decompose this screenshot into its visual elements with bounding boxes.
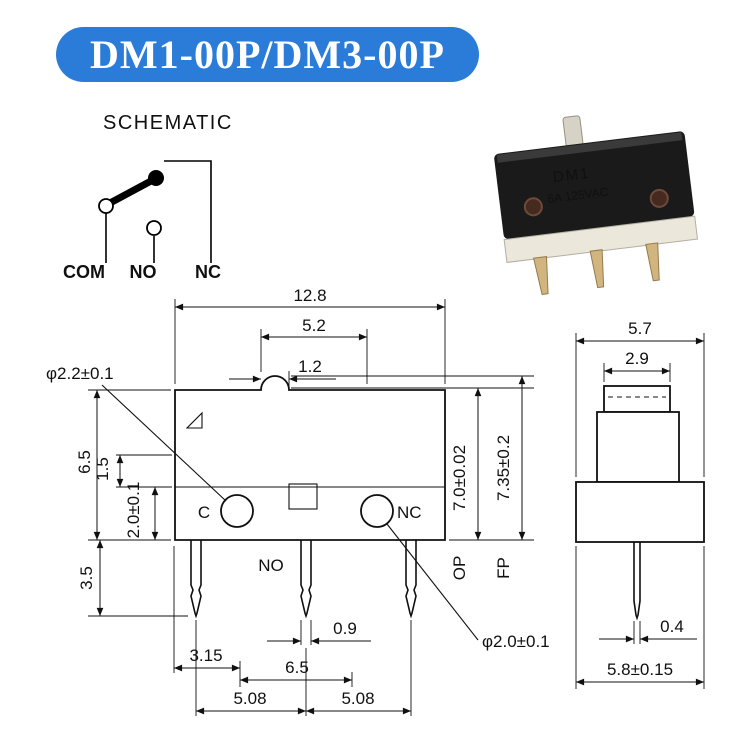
terminal-nc-label: NC: [195, 262, 221, 282]
photo-marking-1: DM1: [552, 165, 591, 186]
product-photo: DM1 6A 125VAC: [494, 115, 699, 295]
front-view: C NC NO: [174, 375, 446, 619]
dim-overall-width-value: 12.8: [293, 286, 326, 305]
front-label-c: C: [198, 503, 210, 522]
dim-button-width: 1.2: [229, 357, 336, 388]
dim-pitch-right-value: 5.08: [341, 689, 374, 708]
dim-side-overall-width: 5.7: [575, 319, 705, 477]
schematic-section: SCHEMATIC COM NO NC: [63, 112, 233, 282]
dim-edge-to-leg-value: 3.15: [189, 646, 222, 665]
dim-hole-top: φ2.2±0.1: [46, 364, 227, 502]
dim-pitch-left-value: 5.08: [233, 689, 266, 708]
corner-mark: [185, 411, 203, 429]
com-contact: [98, 198, 114, 214]
dim-step: 1.5: [93, 454, 172, 488]
dim-side-button-width: 2.9: [603, 349, 671, 382]
dim-fp-value: 7.35±0.2: [494, 435, 513, 501]
dim-hole-height-value: 2.0±0.1: [124, 482, 143, 539]
front-leg-3: [405, 540, 417, 619]
photo-plunger: [562, 115, 584, 148]
dim-leg-length: 3.5: [77, 540, 188, 617]
dim-side-leg-width: 0.4: [599, 617, 697, 644]
side-plunger: [603, 385, 671, 413]
dim-mid-span: 6.5: [240, 658, 353, 687]
no-contact: [146, 220, 162, 236]
dim-leg-width-value: 0.9: [333, 619, 357, 638]
side-leg: [633, 542, 641, 621]
dim-side-button-width-value: 2.9: [625, 349, 649, 368]
side-body-upper: [596, 411, 680, 483]
dim-button-width-value: 1.2: [298, 357, 322, 376]
photo-body-highlight: [496, 132, 683, 163]
lever-arm: [106, 177, 155, 207]
side-view: 5.7 2.9 0.4 5.8±0.15: [575, 319, 705, 689]
dim-side-leg-width-value: 0.4: [660, 617, 684, 636]
schematic-heading: SCHEMATIC: [103, 112, 233, 134]
dim-button-span: 5.2: [260, 316, 368, 384]
terminal-com-label: COM: [63, 262, 105, 282]
dim-overall-width: 12.8: [174, 286, 446, 384]
dim-op-value: 7.0±0.02: [450, 445, 469, 511]
dim-pitch: 5.08 5.08: [195, 620, 412, 716]
dim-side-base-width-value: 5.8±0.15: [607, 660, 673, 679]
front-dimensions: 12.8 5.2 1.2 φ2.2±0.1: [46, 286, 550, 716]
front-label-no: NO: [258, 556, 284, 575]
photo-leg-1: [533, 256, 549, 295]
dim-side-overall-width-value: 5.7: [628, 319, 652, 338]
dim-side-base-width: 5.8±0.15: [575, 546, 705, 689]
front-hole-left: [220, 494, 254, 528]
dim-edge-to-leg: 3.15: [173, 546, 241, 687]
dim-leg-length-value: 3.5: [77, 566, 96, 590]
dim-body-height: 6.5: [75, 389, 171, 541]
front-hole-right: [360, 494, 394, 528]
front-leg-1: [190, 540, 202, 619]
side-body-lower: [575, 481, 705, 543]
lever-tip: [148, 170, 164, 186]
front-label-nc: NC: [397, 503, 422, 522]
dim-hole-top-value: φ2.2±0.1: [46, 364, 114, 383]
dim-body-height-value: 6.5: [75, 450, 94, 474]
dim-hole-height: 2.0±0.1: [124, 482, 159, 540]
front-leg-2: [300, 540, 312, 619]
photo-rivet-left: [523, 197, 543, 217]
dim-op-label: OP: [450, 556, 469, 581]
photo-body: [494, 131, 695, 240]
dim-leg-width: 0.9: [267, 619, 371, 645]
dim-hole-bottom: φ2.0±0.1: [386, 523, 550, 651]
product-title-badge: DM1-00P/DM3-00P: [56, 27, 479, 82]
dim-hole-bottom-value: φ2.0±0.1: [482, 632, 550, 651]
dim-button-span-value: 5.2: [302, 316, 326, 335]
dim-mid-span-value: 6.5: [285, 658, 309, 677]
schematic-drawing: [98, 160, 212, 263]
photo-rivet-right: [649, 188, 669, 208]
dim-op-fp: 7.0±0.02 OP 7.35±0.2 FP: [291, 375, 534, 581]
photo-leg-2: [589, 249, 605, 289]
dim-step-value: 1.5: [93, 457, 112, 481]
product-title: DM1-00P/DM3-00P: [90, 32, 445, 77]
photo-leg-3: [645, 242, 660, 282]
terminal-no-label: NO: [130, 262, 157, 282]
dim-fp-label: FP: [494, 557, 513, 579]
